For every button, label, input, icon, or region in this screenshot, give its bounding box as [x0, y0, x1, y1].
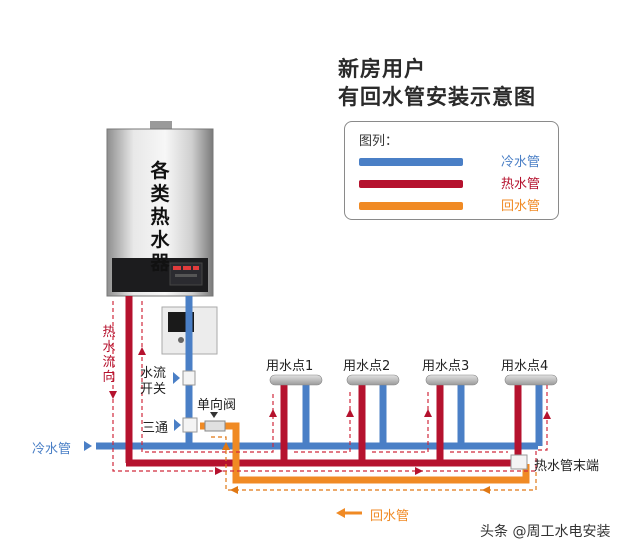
tee-pointer-arrow	[174, 419, 181, 431]
heater-indicator	[173, 266, 181, 270]
hot-flow-arrow-down	[109, 391, 117, 399]
water-flow-switch	[182, 370, 196, 386]
legend-heading: 图列：	[359, 134, 399, 149]
legend-label-hot: 热水管	[501, 177, 541, 192]
faucet-4	[504, 374, 558, 386]
page-title-line1: 新房用户	[338, 57, 426, 81]
water-switch-label-2: 开关	[140, 382, 167, 397]
heater-indicator	[183, 266, 191, 270]
check-valve	[204, 420, 226, 432]
water-point-label-3: 用水点3	[422, 359, 470, 374]
page-title-line2: 有回水管安装示意图	[338, 85, 536, 109]
hot-flow-arrow-up	[138, 347, 146, 355]
watermark: 头条 @周工水电安装	[480, 524, 611, 540]
legend: 图列： 冷水管 热水管 回水管	[344, 121, 559, 220]
hot-flow-arrow-up	[346, 409, 354, 417]
hot-flow-arrow-up	[269, 409, 277, 417]
return-flow-arrow-left	[230, 486, 238, 494]
legend-label-return: 回水管	[501, 199, 541, 214]
heater-indicator	[193, 266, 199, 270]
water-switch-label-1: 水流	[140, 366, 167, 381]
return-pipe-label: 回水管	[370, 509, 410, 524]
return-flow-dashed-line	[210, 436, 537, 491]
tee-label: 三通	[142, 421, 169, 436]
legend-swatch-hot	[359, 180, 463, 188]
hot-flow-label: 热水流向	[102, 325, 116, 385]
switch-pointer-arrow	[173, 372, 180, 384]
heater-chimney	[150, 121, 172, 131]
legend-swatch-cold	[359, 158, 463, 166]
hot-flow-arrow-right	[215, 467, 223, 475]
hot-flow-arrow-right	[415, 467, 423, 475]
legend-swatch-return	[359, 202, 463, 210]
faucet-1	[269, 374, 323, 386]
legend-label-cold: 冷水管	[501, 155, 541, 170]
hot-flow-dashed-lines	[112, 301, 548, 472]
faucet-2	[346, 374, 400, 386]
water-point-label-4: 用水点4	[501, 359, 549, 374]
faucet-3	[425, 374, 479, 386]
return-label-arrowhead	[336, 508, 345, 518]
cold-pipe-label: 冷水管	[32, 442, 72, 457]
check-valve-label: 单向阀	[197, 398, 237, 413]
controller-knob	[178, 337, 184, 343]
water-point-label-2: 用水点2	[343, 359, 391, 374]
return-flow-arrow-up	[222, 442, 230, 450]
heater-label: 各类热水器	[150, 160, 170, 274]
hot-pipe-end-connector	[510, 454, 528, 470]
check-valve-arrow	[210, 412, 218, 418]
water-point-label-1: 用水点1	[266, 359, 314, 374]
cold-inlet-arrow	[84, 441, 92, 451]
heater-indicator	[175, 274, 197, 277]
return-flow-arrow-left	[482, 486, 490, 494]
hot-flow-arrow-up	[543, 411, 551, 419]
tee-fitting	[182, 417, 198, 433]
hot-pipe-end-label: 热水管末端	[534, 459, 600, 474]
hot-flow-arrow-up	[424, 409, 432, 417]
